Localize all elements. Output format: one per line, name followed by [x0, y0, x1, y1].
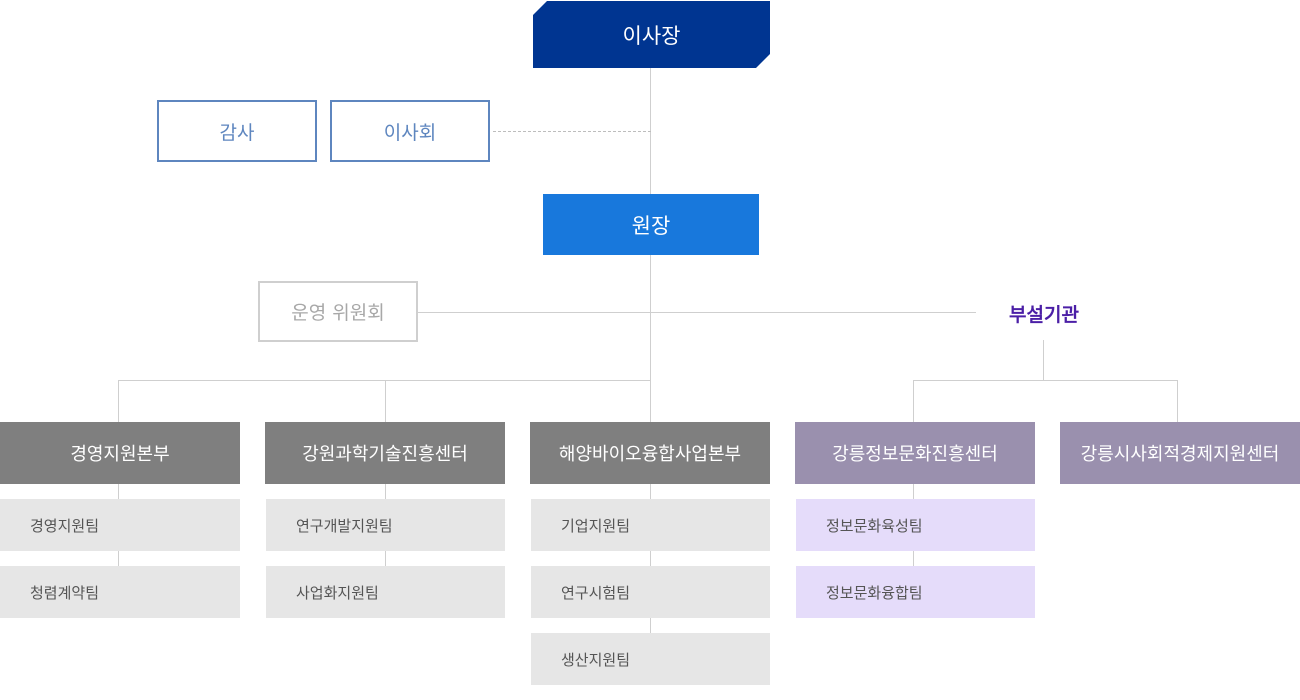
team-rnd-support: 연구개발지원팀 — [266, 499, 505, 551]
dept1-drop-line — [118, 380, 119, 422]
affiliates-horizontal-line — [913, 380, 1178, 381]
team-integrity-contract: 청렴계약팀 — [0, 566, 240, 618]
department-info-culture-center: 강릉정보문화진흥센터 — [795, 422, 1035, 484]
chairman-box: 이사장 — [533, 1, 770, 68]
board-connector-line — [493, 131, 651, 132]
dept5-drop-line — [1177, 380, 1178, 422]
departments-horizontal-line — [118, 380, 651, 381]
department-science-tech-center: 강원과학기술진흥센터 — [265, 422, 505, 484]
affiliated-institutions-label: 부설기관 — [1009, 304, 1079, 326]
steering-committee-box: 운영 위원회 — [258, 281, 418, 342]
director-box: 원장 — [543, 194, 759, 255]
department-management-support: 경영지원본부 — [0, 422, 240, 484]
team-info-culture-development: 정보문화육성팀 — [796, 499, 1035, 551]
dept2-drop-line — [385, 380, 386, 422]
team-company-support: 기업지원팀 — [531, 499, 770, 551]
auditor-box: 감사 — [157, 100, 317, 162]
board-box: 이사회 — [330, 100, 490, 162]
team-info-culture-convergence: 정보문화융합팀 — [796, 566, 1035, 618]
affiliate-stem-line — [1043, 340, 1044, 380]
team-production-support: 생산지원팀 — [531, 633, 770, 685]
department-marine-bio: 해양바이오융합사업본부 — [530, 422, 770, 484]
team-management-support: 경영지원팀 — [0, 499, 240, 551]
team-research-testing: 연구시험팀 — [531, 566, 770, 618]
team-commercialization-support: 사업화지원팀 — [266, 566, 505, 618]
dept4-drop-line — [913, 380, 914, 422]
department-social-economy-center: 강릉시사회적경제지원센터 — [1060, 422, 1300, 484]
committee-affiliate-line — [418, 312, 976, 313]
